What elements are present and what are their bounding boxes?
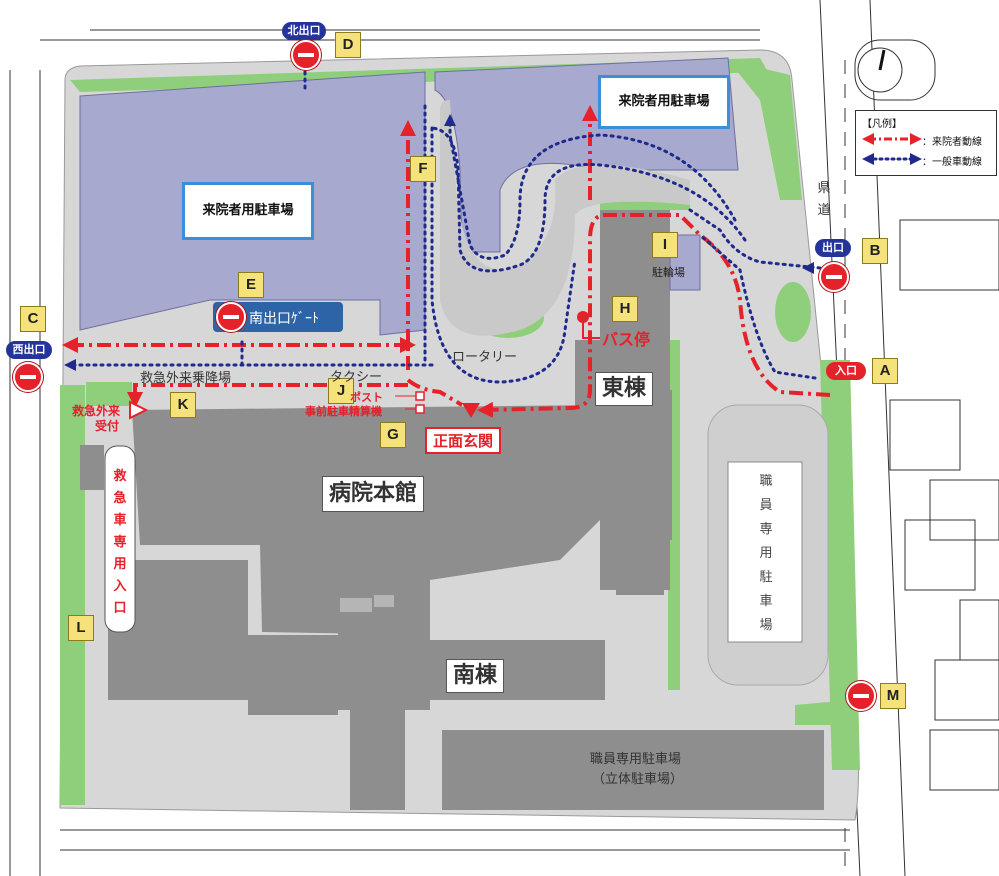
emergency-dropoff-label: 救急外来乗降場 bbox=[140, 371, 232, 386]
point-H: H bbox=[612, 296, 638, 322]
legend-visitor-label: ：来院者動線 bbox=[922, 137, 982, 148]
south-building-label: 南棟 bbox=[446, 659, 505, 693]
visitor-route bbox=[62, 105, 831, 418]
emergency-vehicle-only-char: 専 bbox=[113, 535, 127, 550]
point-A: A bbox=[872, 358, 898, 384]
main-entrance-label: 正面玄関 bbox=[425, 427, 502, 454]
emergency-reception-marker bbox=[129, 400, 149, 420]
emergency-reception-label-1: 救急外来 bbox=[72, 404, 121, 418]
north-exit-no-entry-icon bbox=[291, 40, 321, 70]
emergency-vehicle-only-char: 入 bbox=[113, 579, 127, 594]
point-I: I bbox=[652, 232, 678, 258]
east-exit-pill: 出口 bbox=[815, 239, 851, 257]
prepay-machine-icon bbox=[415, 404, 425, 414]
point-F: F bbox=[410, 156, 436, 182]
main-building-label: 病院本館 bbox=[322, 476, 425, 512]
rotary-island bbox=[440, 100, 690, 336]
emergency-vehicle-only-char: 口 bbox=[113, 601, 127, 616]
emergency-reception-label-2: 受付 bbox=[95, 419, 120, 433]
point-J: J bbox=[328, 378, 354, 404]
taxi-label: タクシー bbox=[330, 370, 383, 385]
bus-stop-marker bbox=[577, 311, 589, 323]
bus-stop-label: バス停 bbox=[602, 330, 651, 349]
entrance-pill: 入口 bbox=[826, 362, 866, 380]
emergency-lane bbox=[104, 445, 136, 633]
visitor-parking-top-label: 来院者用駐車場 bbox=[598, 75, 730, 129]
rotary-label: ロータリー bbox=[452, 350, 518, 365]
emergency-vehicle-only-label: 救急車専用入口 bbox=[110, 466, 130, 620]
emergency-vehicle-only-char: 用 bbox=[113, 557, 127, 572]
m-no-entry-icon bbox=[846, 681, 876, 711]
point-M: M bbox=[880, 683, 906, 709]
south-gate-no-entry-icon bbox=[216, 302, 246, 332]
staff-parking-bottom-line1: 職員専用駐車場 bbox=[590, 752, 682, 767]
staff-parking-right-char: 駐 bbox=[759, 570, 773, 585]
point-G: G bbox=[380, 422, 406, 448]
emergency-vehicle-only-char: 急 bbox=[113, 491, 127, 506]
point-D: D bbox=[335, 32, 361, 58]
staff-parking-right-char: 員 bbox=[759, 498, 773, 513]
point-K: K bbox=[170, 392, 196, 418]
south-exit-gate: 南出口ｹﾞｰﾄ bbox=[213, 302, 343, 332]
legend: 【凡例】 ：来院者動線 ：一般車動線 bbox=[855, 110, 997, 176]
staff-parking-right-label: 職員専用駐車場 bbox=[756, 470, 776, 638]
staff-parking-right-char: 車 bbox=[759, 594, 773, 609]
point-C: C bbox=[20, 306, 46, 332]
emergency-vehicle-only-char: 救 bbox=[113, 469, 127, 484]
legend-title: 【凡例】 bbox=[862, 119, 902, 130]
north-exit-pill: 北出口 bbox=[282, 22, 326, 40]
west-exit-no-entry-icon bbox=[13, 362, 43, 392]
bicycle-parking-label: 駐輪場 bbox=[652, 266, 685, 279]
east-building-label: 東棟 bbox=[595, 372, 654, 406]
post-icon bbox=[415, 391, 425, 401]
west-exit-pill: 西出口 bbox=[6, 341, 52, 359]
legend-general-swatch bbox=[862, 153, 922, 165]
point-B: B bbox=[862, 238, 888, 264]
visitor-parking-left-label: 来院者用駐車場 bbox=[182, 182, 314, 240]
post-label: ポスト bbox=[350, 391, 383, 404]
prepay-machine-label: 事前駐車精算機 bbox=[305, 405, 382, 418]
east-exit-no-entry-icon bbox=[819, 262, 849, 292]
staff-parking-bottom-line2: （立体駐車場） bbox=[592, 772, 684, 787]
staff-parking-right-char: 場 bbox=[759, 618, 773, 633]
main-entrance-marker bbox=[462, 403, 480, 418]
staff-parking-right-char: 専 bbox=[759, 522, 773, 537]
south-gate-label: 南出口ｹﾞｰﾄ bbox=[249, 311, 319, 327]
prefectural-road-char: 県 bbox=[817, 181, 831, 196]
legend-general-label: ：一般車動線 bbox=[922, 157, 982, 168]
general-route bbox=[64, 52, 822, 384]
point-L: L bbox=[68, 615, 94, 641]
staff-parking-right-char: 用 bbox=[759, 546, 773, 561]
point-E: E bbox=[238, 272, 264, 298]
legend-visitor-swatch bbox=[862, 133, 922, 145]
prefectural-road-char: 道 bbox=[817, 203, 831, 218]
emergency-vehicle-only-char: 車 bbox=[113, 513, 127, 528]
prefectural-road-label: 県道 bbox=[814, 178, 834, 222]
staff-parking-right-char: 職 bbox=[759, 474, 773, 489]
